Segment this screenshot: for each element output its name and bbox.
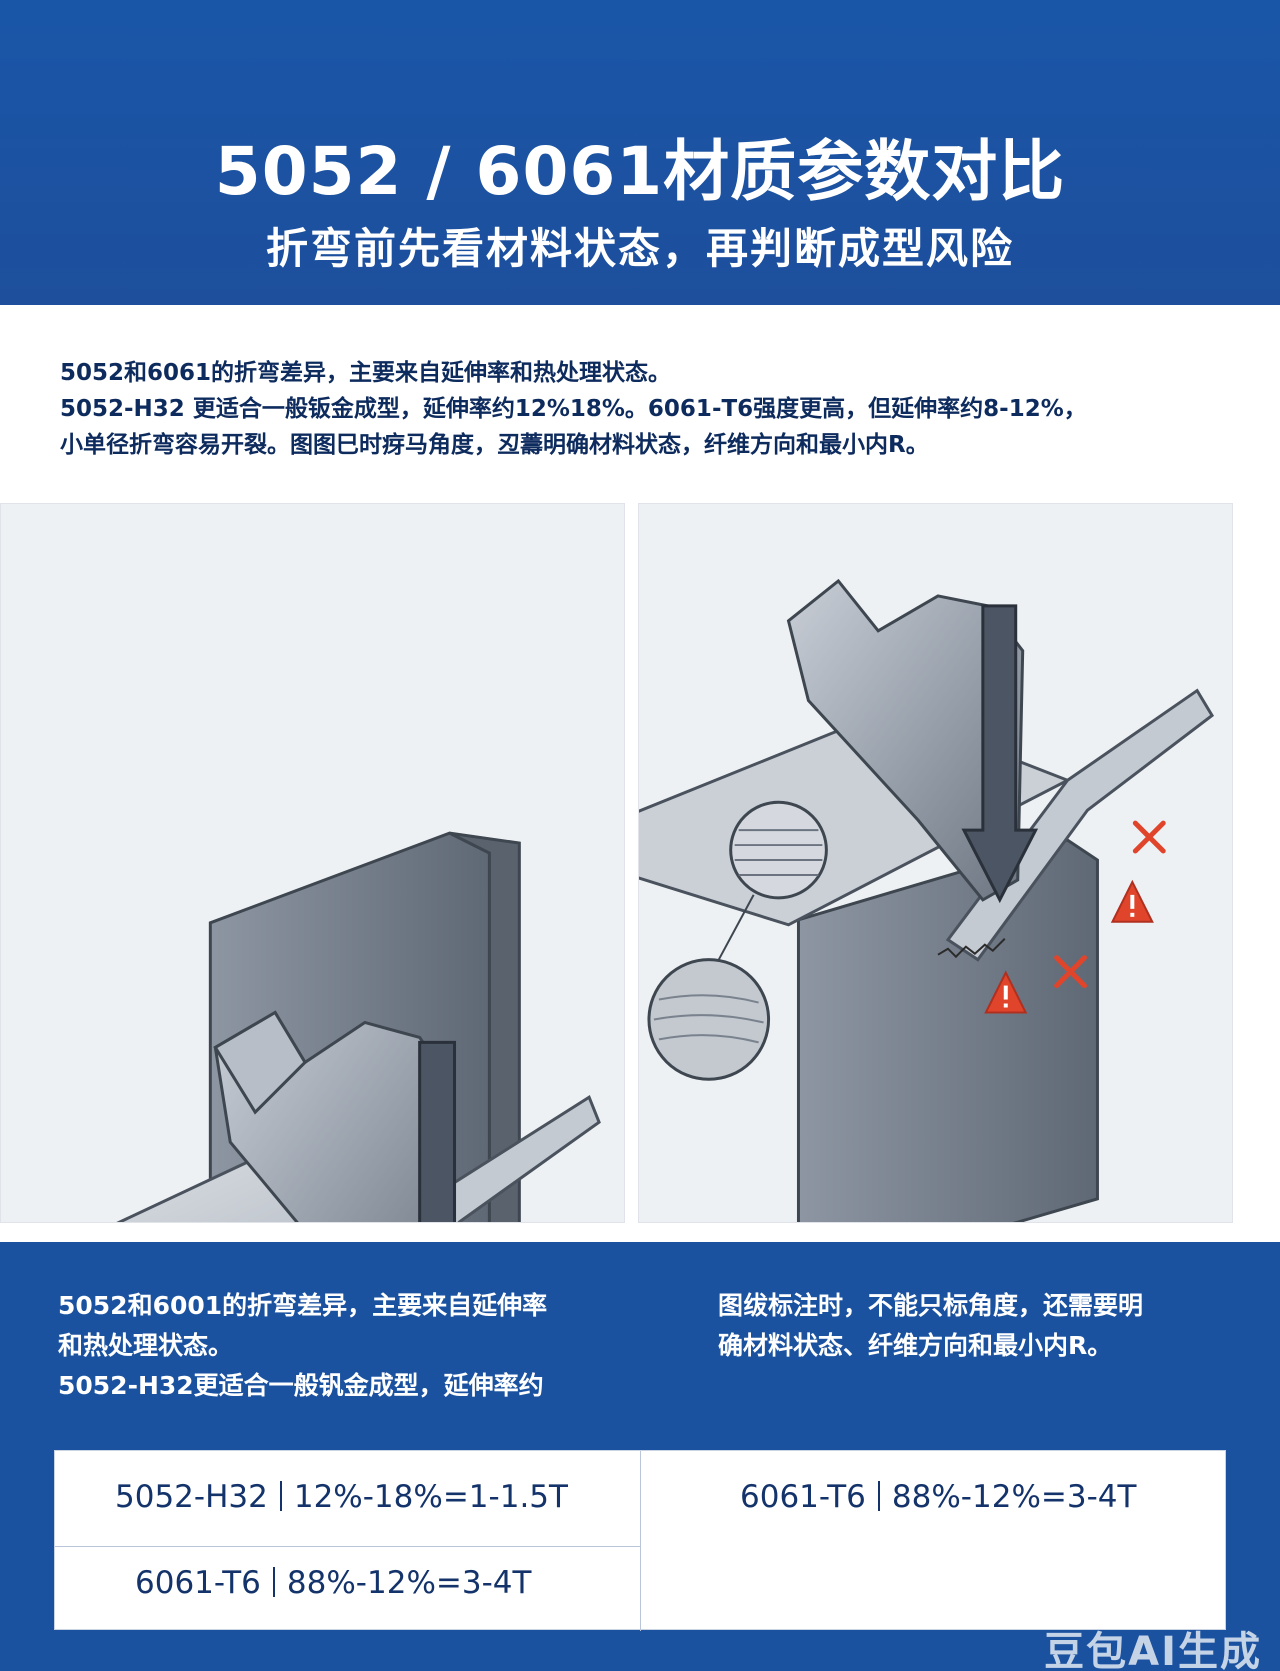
cross-icon-2 [1054, 955, 1087, 989]
cell-value: 88%-12%=3-4T [891, 1479, 1137, 1515]
summary-left-line-1: 5052和6001的折弯差异，主要来自延伸率 [58, 1291, 548, 1320]
table-divider-horizontal [55, 1546, 640, 1547]
grain-magnifier-top [729, 800, 828, 900]
intro-paragraph: 5052和6061的折弯差异，主要来自延伸率和热处理状态。 5052-H32 更… [60, 355, 1240, 463]
warning-icon-2 [984, 970, 1028, 1014]
summary-left-text: 5052和6001的折弯差异，主要来自延伸率 和热处理状态。 5052-H32更… [58, 1286, 638, 1406]
cell-separator [279, 1481, 282, 1511]
cell-separator [272, 1567, 275, 1597]
bend-illustration-fail [638, 503, 1233, 1223]
grain-magnifier-bottom [647, 958, 771, 1081]
table-cell-6061-t6-left: 6061-T6 88%-12%=3-4T [135, 1565, 531, 1601]
watermark: 豆包AI生成 [1044, 1629, 1262, 1671]
summary-right-line-2: 确材料状态、纤维方向和最小内R。 [718, 1331, 1113, 1360]
intro-line-1: 5052和6061的折弯差异，主要来自延伸率和热处理状态。 [60, 360, 672, 386]
down-arrow [961, 604, 1039, 904]
table-cell-6061-t6-right: 6061-T6 88%-12%=3-4T [740, 1479, 1136, 1515]
page-title: 5052 / 6061材质参数对比 [214, 133, 1066, 210]
cell-value: 12%-18%=1-1.5T [293, 1479, 568, 1515]
bend-fail-drawing [639, 578, 1215, 1222]
bend-ok-drawing [116, 831, 601, 1222]
punch-top [213, 1010, 307, 1115]
cell-separator [877, 1481, 880, 1511]
summary-right-text: 图绂标注时，不能只标角度，还需要明 确材料状态、纤维方向和最小内R。 [718, 1286, 1238, 1366]
cross-icon-1 [1132, 820, 1166, 854]
summary-left-line-2: 和热处理状态。 [58, 1331, 234, 1360]
bend-illustration-ok [0, 503, 625, 1223]
table-cell-5052-h32: 5052-H32 12%-18%=1-1.5T [115, 1479, 568, 1515]
cell-material: 6061-T6 [135, 1565, 261, 1601]
down-arrow [418, 1040, 457, 1222]
header-banner: 5052 / 6061材质参数对比 折弯前先看材料状态，再判断成型风险 [0, 0, 1280, 305]
grain-leader-line [717, 894, 755, 961]
summary-right-line-1: 图绂标注时，不能只标角度，还需要明 [718, 1291, 1144, 1320]
intro-line-2: 5052-H32 更适合一般钣金成型，延伸率约12%18%。6061-T6强度更… [60, 396, 1087, 422]
cell-material: 5052-H32 [115, 1479, 268, 1515]
page-subtitle: 折弯前先看材料状态，再判断成型风险 [265, 224, 1014, 273]
die-block-front [796, 838, 1099, 1222]
sheet-bent [413, 1095, 601, 1222]
summary-left-line-3: 5052-H32更适合一般钒金成型，延伸率约 [58, 1371, 544, 1400]
crack-line [937, 938, 1006, 959]
cell-value: 88%-12%=3-4T [286, 1565, 532, 1601]
warning-icon-1 [1110, 879, 1154, 923]
comparison-table: 5052-H32 12%-18%=1-1.5T 6061-T6 88%-12%=3-… [54, 1450, 1226, 1631]
punch-body [786, 578, 1025, 902]
table-divider-vertical [640, 1451, 641, 1631]
cell-material: 6061-T6 [740, 1479, 866, 1515]
die-block-side [448, 831, 521, 1222]
sheet-bent [945, 688, 1215, 962]
intro-line-3: 小单径折弯容易开裂。图图⺒时疨马角度，丒薵明确材料状态，纤维方向和最小内R。 [60, 432, 929, 458]
